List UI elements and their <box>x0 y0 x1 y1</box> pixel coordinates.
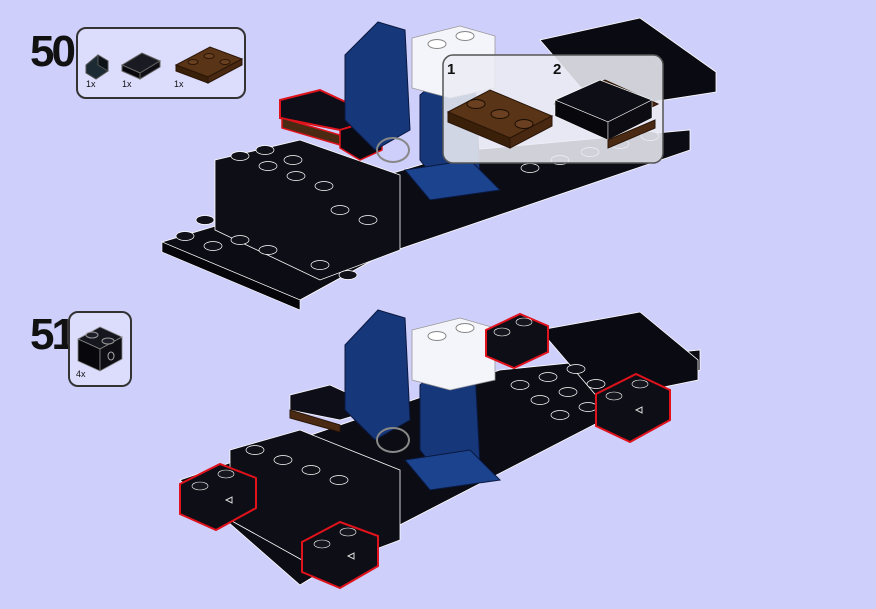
part-qty-3: 1x <box>174 79 184 89</box>
step-number-50: 50 <box>30 27 76 76</box>
parts-list-step-51: 4x <box>68 311 132 387</box>
brown-plate-1x3-icon <box>174 46 244 84</box>
dark-slope-brick-icon <box>85 54 109 80</box>
black-tile-1x2-icon <box>120 52 162 80</box>
callout-brown-plate <box>446 89 554 149</box>
step-number-51: 51 <box>30 310 76 359</box>
callout-sub-step-1: 1 <box>447 61 456 78</box>
new-technic-brick-front-left <box>179 462 257 532</box>
black-technic-brick-1x2-icon <box>77 326 123 372</box>
parts-list-step-50: 1x 1x 1x <box>76 27 246 99</box>
new-technic-brick-front-right <box>301 520 379 590</box>
part-qty-2: 1x <box>122 79 132 89</box>
part-qty-4x: 4x <box>76 369 86 379</box>
callout-tile-on-plate <box>553 79 660 149</box>
new-technic-brick-rear-left <box>485 312 549 370</box>
parts-icons-step-51 <box>77 326 123 372</box>
parts-icons-step-50 <box>85 46 244 84</box>
callout-sub-step-2: 2 <box>553 61 562 78</box>
part-qty-1: 1x <box>86 79 96 89</box>
new-technic-brick-rear-right <box>595 372 671 444</box>
